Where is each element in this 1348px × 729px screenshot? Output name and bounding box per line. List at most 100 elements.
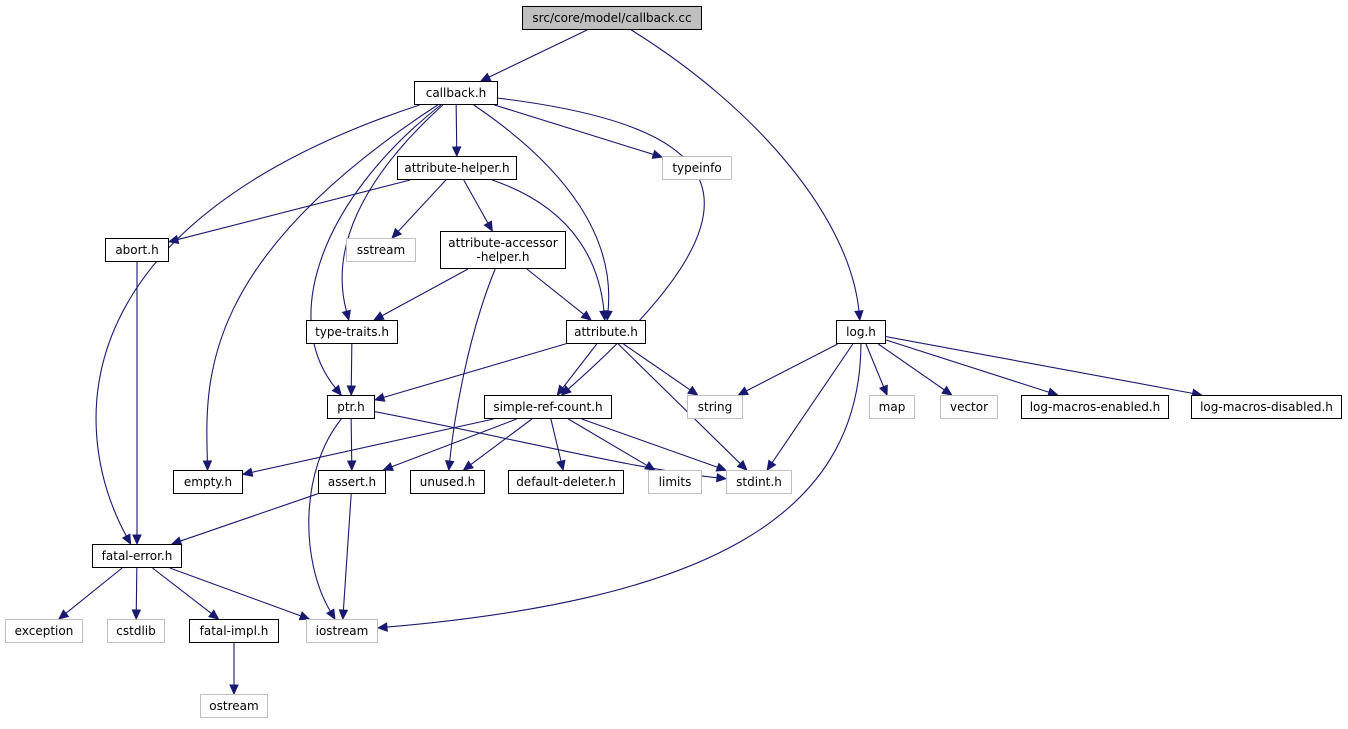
node-attribute-h[interactable]: attribute.h (566, 320, 646, 344)
edge-simple-ref-count-h-to-empty-h (251, 418, 494, 473)
arrowhead-attribute-accessor-helper-h-to-unused-h (444, 460, 455, 472)
arrowhead-callback-h-to-empty-h (202, 460, 213, 472)
arrowhead-log-h-to-vector (941, 385, 953, 396)
edge-log-h-to-log-macros-enabled-h (885, 339, 1050, 393)
edge-callback-h-to-ptr-h (310, 104, 442, 389)
edge-log-h-to-string (746, 343, 838, 392)
arrowhead-attribute-h-to-string (687, 385, 699, 396)
node-map: map (869, 395, 915, 419)
arrowhead-callback-cc-to-log-h (854, 310, 864, 322)
node-limits: limits (648, 470, 702, 494)
edge-simple-ref-count-h-to-unused-h (470, 418, 533, 466)
edge-ptr-h-to-stdint-h (374, 411, 718, 479)
edge-simple-ref-count-h-to-stdint-h (581, 418, 718, 468)
arrowhead-simple-ref-count-h-to-assert-h (382, 462, 394, 472)
arrowhead-type-traits-h-to-ptr-h (346, 385, 357, 397)
arrowhead-simple-ref-count-h-to-stdint-h (715, 462, 728, 472)
edge-ptr-h-to-assert-h (350, 418, 353, 462)
edge-log-h-to-stdint-h (771, 343, 854, 463)
edge-log-h-to-map (865, 343, 885, 387)
edge-log-h-to-log-macros-disabled-h (885, 336, 1193, 394)
edge-attribute-accessor-helper-h-to-unused-h (449, 268, 496, 462)
arrowhead-callback-cc-to-callback-h (479, 72, 492, 82)
node-type-traits-h[interactable]: type-traits.h (306, 320, 398, 344)
edge-ptr-h-to-iostream (308, 418, 342, 612)
edge-attribute-helper-h-to-abort-h (177, 179, 411, 241)
arrowhead-ptr-h-to-stdint-h (716, 472, 728, 483)
arrowhead-fatal-impl-h-to-ostream (229, 684, 239, 696)
edge-simple-ref-count-h-to-assert-h (391, 418, 517, 468)
edge-attribute-accessor-helper-h-to-attribute-h (526, 268, 585, 315)
node-log-macros-disabled-h[interactable]: log-macros-disabled.h (1191, 395, 1342, 419)
arrowhead-attribute-h-to-ptr-h (373, 392, 386, 402)
edge-fatal-error-h-to-exception (65, 567, 123, 614)
arrowhead-fatal-error-h-to-fatal-impl-h (208, 609, 220, 620)
edge-callback-h-to-fatal-error-h (95, 104, 420, 537)
node-empty-h[interactable]: empty.h (173, 470, 243, 494)
edge-attribute-h-to-string (623, 343, 691, 391)
arrowhead-attribute-h-to-simple-ref-count-h (556, 384, 567, 396)
arrowhead-fatal-error-h-to-exception (57, 609, 70, 620)
edge-fatal-error-h-to-fatal-impl-h (152, 567, 212, 614)
arrowhead-attribute-accessor-helper-h-to-attribute-h (580, 310, 592, 321)
edge-simple-ref-count-h-to-default-deleter-h (550, 418, 562, 462)
arrowhead-log-h-to-string (737, 386, 749, 396)
arrowhead-simple-ref-count-h-to-limits (644, 461, 656, 471)
edge-callback-cc-to-callback-h (488, 29, 588, 78)
node-sstream: sstream (346, 238, 416, 262)
node-string: string (687, 395, 743, 419)
arrowhead-attribute-helper-h-to-abort-h (167, 234, 180, 245)
node-fatal-error-h[interactable]: fatal-error.h (92, 544, 182, 568)
node-callback-cc[interactable]: src/core/model/callback.cc (522, 6, 702, 30)
arrowhead-ptr-h-to-assert-h (346, 460, 357, 472)
edge-attribute-h-to-simple-ref-count-h (562, 343, 598, 389)
edge-attribute-helper-h-to-sstream (397, 179, 447, 232)
arrowhead-attribute-h-to-stdint-h (736, 459, 748, 471)
node-iostream: iostream (306, 619, 378, 643)
edge-assert-h-to-fatal-error-h (180, 493, 319, 542)
arrowhead-abort-h-to-fatal-error-h (132, 534, 142, 546)
arrowhead-assert-h-to-iostream (338, 609, 349, 621)
edge-attribute-h-to-ptr-h (383, 343, 567, 398)
node-unused-h[interactable]: unused.h (410, 470, 485, 494)
arrowhead-callback-h-to-typeinfo (651, 149, 664, 159)
arrowhead-attribute-helper-h-to-attribute-accessor-helper-h (483, 220, 493, 233)
node-log-h[interactable]: log.h (836, 320, 886, 344)
arrowhead-log-h-to-iostream (376, 622, 388, 632)
arrowhead-attribute-helper-h-to-sstream (391, 227, 403, 239)
arrowhead-simple-ref-count-h-to-unused-h (462, 460, 475, 471)
node-log-macros-enabled-h[interactable]: log-macros-enabled.h (1021, 395, 1169, 419)
node-simple-ref-count-h[interactable]: simple-ref-count.h (484, 395, 612, 419)
edge-log-h-to-iostream (386, 343, 862, 628)
arrowhead-ptr-h-to-iostream (325, 608, 336, 621)
edge-log-h-to-vector (877, 343, 945, 391)
edge-fatal-error-h-to-iostream (169, 567, 301, 617)
arrowhead-log-h-to-map (878, 384, 888, 397)
edge-callback-h-to-attribute-helper-h (455, 104, 458, 148)
node-fatal-impl-h[interactable]: fatal-impl.h (189, 619, 279, 643)
edge-callback-cc-to-log-h (631, 29, 860, 312)
node-assert-h[interactable]: assert.h (318, 470, 386, 494)
node-abort-h[interactable]: abort.h (105, 238, 169, 262)
node-default-deleter-h[interactable]: default-deleter.h (508, 470, 624, 494)
node-exception: exception (5, 619, 83, 643)
arrowhead-fatal-error-h-to-cstdlib (131, 609, 142, 621)
node-callback-h[interactable]: callback.h (414, 81, 498, 105)
node-typeinfo: typeinfo (662, 156, 732, 180)
node-ostream: ostream (200, 694, 268, 718)
edge-type-traits-h-to-ptr-h (350, 343, 353, 387)
edge-attribute-helper-h-to-attribute-h (491, 179, 605, 312)
node-attribute-helper-h[interactable]: attribute-helper.h (397, 156, 517, 180)
edge-attribute-h-to-stdint-h (617, 343, 741, 465)
node-ptr-h[interactable]: ptr.h (327, 395, 375, 419)
edge-attribute-accessor-helper-h-to-type-traits-h (381, 268, 469, 317)
edge-simple-ref-count-h-to-limits (568, 418, 648, 466)
edge-callback-h-to-typeinfo (494, 104, 654, 155)
node-attribute-accessor-helper-h[interactable]: attribute-accessor -helper.h (440, 231, 566, 269)
arrowhead-callback-h-to-type-traits-h (341, 309, 351, 322)
edge-callback-h-to-empty-h (206, 104, 438, 462)
edge-attribute-helper-h-to-attribute-accessor-helper-h (463, 179, 489, 224)
arrowhead-simple-ref-count-h-to-default-deleter-h (556, 459, 566, 472)
